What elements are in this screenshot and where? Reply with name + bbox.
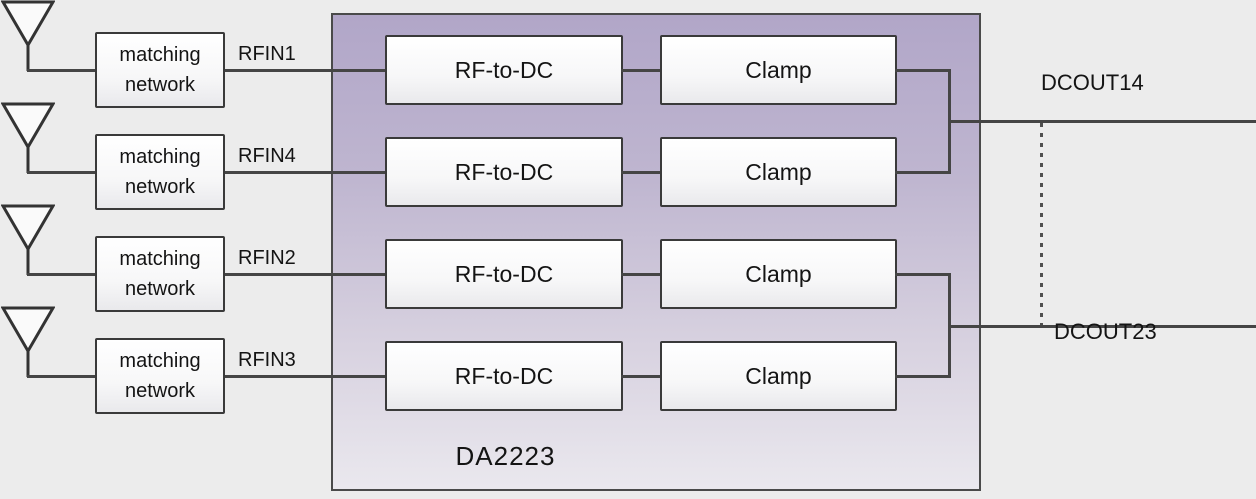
dcout14-wire (948, 120, 1256, 123)
matching-network-label: matching (119, 44, 201, 66)
dcout-dashed-link (1040, 123, 1043, 325)
matching-network-label: network (124, 74, 196, 96)
clamp-block: Clamp (660, 341, 897, 411)
clamp-block: Clamp (660, 137, 897, 207)
rfin-label: RFIN2 (238, 247, 296, 269)
rfin-label: RFIN3 (238, 349, 296, 371)
rf-to-dc-block: RF-to-DC (385, 137, 623, 207)
dcout23-wire (948, 325, 1256, 328)
matching-network-block: matching network (95, 134, 225, 210)
matching-network-label: network (124, 176, 196, 198)
rf-to-dc-block: RF-to-DC (385, 239, 623, 309)
clamp-output-wire (895, 69, 951, 72)
matching-network-label: matching (119, 248, 201, 270)
matching-network-label: matching (119, 350, 201, 372)
matching-network-block: matching network (95, 236, 225, 312)
matching-network-label: matching (119, 146, 201, 168)
rf-to-clamp-wire (621, 375, 661, 378)
rf-to-clamp-wire (621, 273, 661, 276)
antenna-icon (1, 102, 55, 173)
dcout23-label: DCOUT23 (1054, 319, 1157, 344)
matching-network-label: network (124, 278, 196, 300)
antenna-wire (27, 375, 97, 378)
matching-network-block: matching network (95, 338, 225, 414)
antenna-wire (27, 171, 97, 174)
antenna-wire (27, 273, 97, 276)
rfin-wire (225, 273, 386, 276)
matching-network-block: matching network (95, 32, 225, 108)
rf-to-dc-block: RF-to-DC (385, 35, 623, 105)
chip-label: DA2223 (455, 441, 556, 471)
antenna-icon (1, 0, 55, 71)
clamp-output-wire (895, 375, 951, 378)
clamp-block: Clamp (660, 35, 897, 105)
antenna-icon (1, 204, 55, 275)
antenna-wire (27, 69, 97, 72)
clamp-output-wire (895, 273, 951, 276)
rfin-label: RFIN4 (238, 145, 296, 167)
rfin-label: RFIN1 (238, 43, 296, 65)
rf-to-clamp-wire (621, 171, 661, 174)
clamp-block: Clamp (660, 239, 897, 309)
dcout14-label: DCOUT14 (1041, 70, 1144, 95)
rf-to-clamp-wire (621, 69, 661, 72)
rfin-wire (225, 171, 386, 174)
rfin-wire (225, 69, 386, 72)
rf-to-dc-block: RF-to-DC (385, 341, 623, 411)
clamp-output-wire (895, 171, 951, 174)
rfin-wire (225, 375, 386, 378)
matching-network-label: network (124, 380, 196, 402)
antenna-icon (1, 306, 55, 377)
